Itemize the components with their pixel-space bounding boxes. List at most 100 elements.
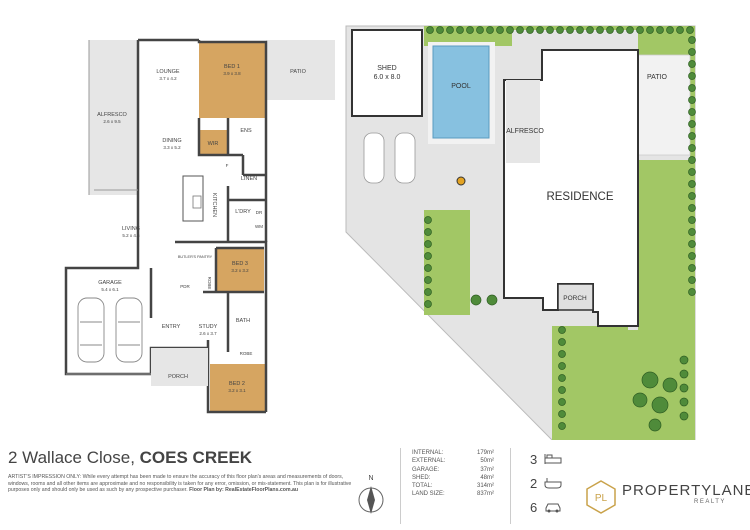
- butlers-label: BUTLER'S PANTRY: [178, 255, 213, 259]
- wm-label: WM: [255, 224, 263, 229]
- bed1-fill: [199, 42, 266, 118]
- patio-label: PATIO: [290, 69, 306, 75]
- shrub: [436, 26, 444, 34]
- living-label: LIVING: [122, 226, 140, 232]
- lawn: [424, 210, 470, 315]
- shrub: [662, 377, 678, 393]
- dining-size: 3.3 x 5.2: [163, 145, 181, 150]
- wir-label: WIR: [208, 141, 219, 147]
- bath-label: BATH: [236, 318, 250, 324]
- light-icon: [456, 176, 466, 186]
- footer-divider: [510, 448, 511, 524]
- shrub: [679, 397, 689, 407]
- cars-count: 6: [530, 495, 570, 519]
- porch-site-label: PORCH: [563, 295, 587, 302]
- lounge-size: 3.7 x 4.2: [159, 76, 177, 81]
- shrub: [424, 216, 432, 224]
- alfresco-site-label: ALFRESCO: [506, 128, 544, 135]
- shrub: [424, 264, 432, 272]
- street-address: 2 Wallace Close,: [8, 448, 135, 467]
- shrub: [558, 374, 566, 382]
- living-size: 5.2 x 4.6: [122, 233, 140, 238]
- shrub: [688, 84, 696, 92]
- pdr-label: PDR: [180, 284, 190, 289]
- shrub: [641, 371, 659, 389]
- baths-count: 2: [530, 471, 570, 495]
- compass-icon: N: [358, 475, 384, 514]
- area-stats: INTERNAL:179m² EXTERNAL:50m² GARAGE:37m²…: [412, 449, 494, 499]
- shrub: [546, 26, 554, 34]
- residence-label: RESIDENCE: [546, 191, 613, 203]
- shrub: [606, 26, 614, 34]
- bed2-label: BED 2: [229, 381, 245, 387]
- car-shape: [394, 132, 416, 184]
- shrub: [486, 26, 494, 34]
- shrub: [688, 204, 696, 212]
- porch-area: [151, 348, 208, 386]
- shrub: [688, 72, 696, 80]
- fridge-label: F: [226, 163, 229, 168]
- shrub: [656, 26, 664, 34]
- shrub: [688, 156, 696, 164]
- shed-size: 6.0 x 8.0: [374, 74, 401, 81]
- shrub: [679, 383, 689, 393]
- wir-fill: [199, 130, 227, 155]
- shrub: [424, 252, 432, 260]
- shrub: [688, 288, 696, 296]
- logo-letters: PL: [595, 493, 608, 504]
- shrub: [558, 410, 566, 418]
- footer-divider: [400, 448, 401, 524]
- property-address: 2 Wallace Close, COES CREEK: [8, 448, 252, 468]
- shrub: [496, 26, 504, 34]
- stat-row: GARAGE:37m²: [412, 466, 494, 473]
- pl-logo-icon: PL: [586, 480, 616, 514]
- alfresco-label: ALFRESCO: [97, 112, 127, 118]
- shrub: [688, 96, 696, 104]
- shed-label: SHED: [377, 65, 396, 72]
- bed2-size: 3.2 x 3.1: [228, 388, 246, 393]
- shrub: [688, 240, 696, 248]
- shrub: [688, 180, 696, 188]
- stat-row: EXTERNAL:50m²: [412, 458, 494, 465]
- shrub: [679, 369, 689, 379]
- garage-size: 5.4 x 6.1: [101, 287, 119, 292]
- shrub: [632, 392, 648, 408]
- shrub: [558, 326, 566, 334]
- shrub: [558, 398, 566, 406]
- car-shape: [77, 297, 105, 363]
- pool-label: POOL: [451, 83, 471, 90]
- shrub: [566, 26, 574, 34]
- pool: [432, 45, 490, 139]
- shrub: [466, 26, 474, 34]
- shrub: [556, 26, 564, 34]
- shrub: [688, 168, 696, 176]
- dining-label: DINING: [162, 138, 181, 144]
- car-shape: [115, 297, 143, 363]
- alfresco-size: 2.6 x 9.5: [103, 119, 121, 124]
- shrub: [688, 216, 696, 224]
- disclaimer-lead: ARTIST'S IMPRESSION ONLY:: [8, 474, 82, 480]
- shrub: [424, 300, 432, 308]
- robe-label: ROBE: [207, 277, 212, 290]
- porch-label: PORCH: [168, 374, 188, 380]
- shrub: [676, 26, 684, 34]
- shrub: [586, 26, 594, 34]
- shrub: [456, 26, 464, 34]
- shrub: [688, 144, 696, 152]
- shrub: [558, 350, 566, 358]
- shrub: [596, 26, 604, 34]
- porch-site: [557, 283, 594, 311]
- patio-pad: [637, 54, 691, 156]
- shrub: [636, 26, 644, 34]
- shrub: [648, 418, 662, 432]
- kitchen-label: KITCHEN: [211, 193, 217, 217]
- tree-group: [424, 26, 696, 432]
- shrub: [666, 26, 674, 34]
- garage-label: GARAGE: [98, 280, 122, 286]
- bed2-fill: [210, 364, 265, 412]
- shrub: [679, 411, 689, 421]
- shrub: [486, 294, 498, 306]
- alfresco-site: [506, 80, 540, 163]
- shrub: [526, 26, 534, 34]
- shrub: [476, 26, 484, 34]
